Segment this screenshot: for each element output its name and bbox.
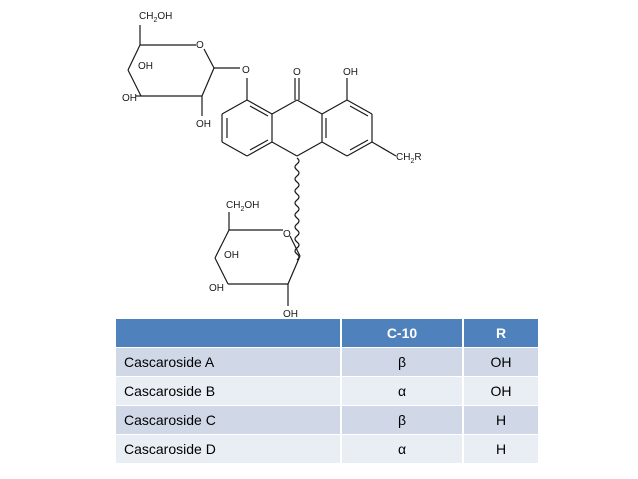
top-oh-bottom-label: OH	[196, 119, 211, 130]
compound-name-cell: Cascaroside D	[116, 434, 341, 464]
r-group-cell: H	[462, 405, 538, 435]
r-group-cell: OH	[462, 347, 538, 377]
link-o-label: O	[242, 65, 250, 76]
bottom-ch2oh-label: CH2OH	[226, 200, 259, 213]
anthrone-core	[221, 78, 397, 261]
compound-name-cell: Cascaroside C	[116, 405, 341, 435]
table-row: Cascaroside D α H	[116, 434, 538, 464]
c10-config-cell: β	[340, 347, 463, 377]
c10-config-cell: β	[340, 405, 463, 435]
top-glucose-ring	[127, 25, 240, 116]
ch2r-label: CH2R	[396, 152, 422, 165]
cascaroside-table: C-10 R Cascaroside A β OH Cascaroside B …	[116, 319, 538, 464]
c10-config-cell: α	[340, 434, 463, 464]
r-group-cell: OH	[462, 376, 538, 406]
compound-name-cell: Cascaroside B	[116, 376, 341, 406]
table-header-row: C-10 R	[116, 319, 538, 348]
bottom-oh-left-label: OH	[224, 250, 239, 261]
header-cell-c10: C-10	[340, 319, 463, 348]
header-cell-name	[116, 319, 341, 348]
r-group-cell: H	[462, 434, 538, 464]
top-oh-lowleft-label: OH	[122, 93, 137, 104]
table-row: Cascaroside A β OH	[116, 347, 538, 377]
chemical-structure: CH2OH O OH OH OH O	[122, 11, 422, 320]
compound-name-cell: Cascaroside A	[116, 347, 341, 377]
ketone-o-label: O	[293, 67, 301, 78]
bottom-ring-o-label: O	[283, 229, 291, 240]
top-oh-left-label: OH	[138, 61, 153, 72]
top-ring-o-label: O	[196, 40, 204, 51]
table-row: Cascaroside B α OH	[116, 376, 538, 406]
right-oh-label: OH	[343, 67, 358, 78]
top-ch2oh-label: CH2OH	[139, 11, 172, 24]
table-row: Cascaroside C β H	[116, 405, 538, 435]
c10-config-cell: α	[340, 376, 463, 406]
header-cell-r: R	[462, 319, 538, 348]
bottom-glucose-ring	[214, 212, 301, 306]
bottom-oh-lowleft-label: OH	[209, 283, 224, 294]
bottom-oh-bottom-label: OH	[283, 309, 298, 320]
